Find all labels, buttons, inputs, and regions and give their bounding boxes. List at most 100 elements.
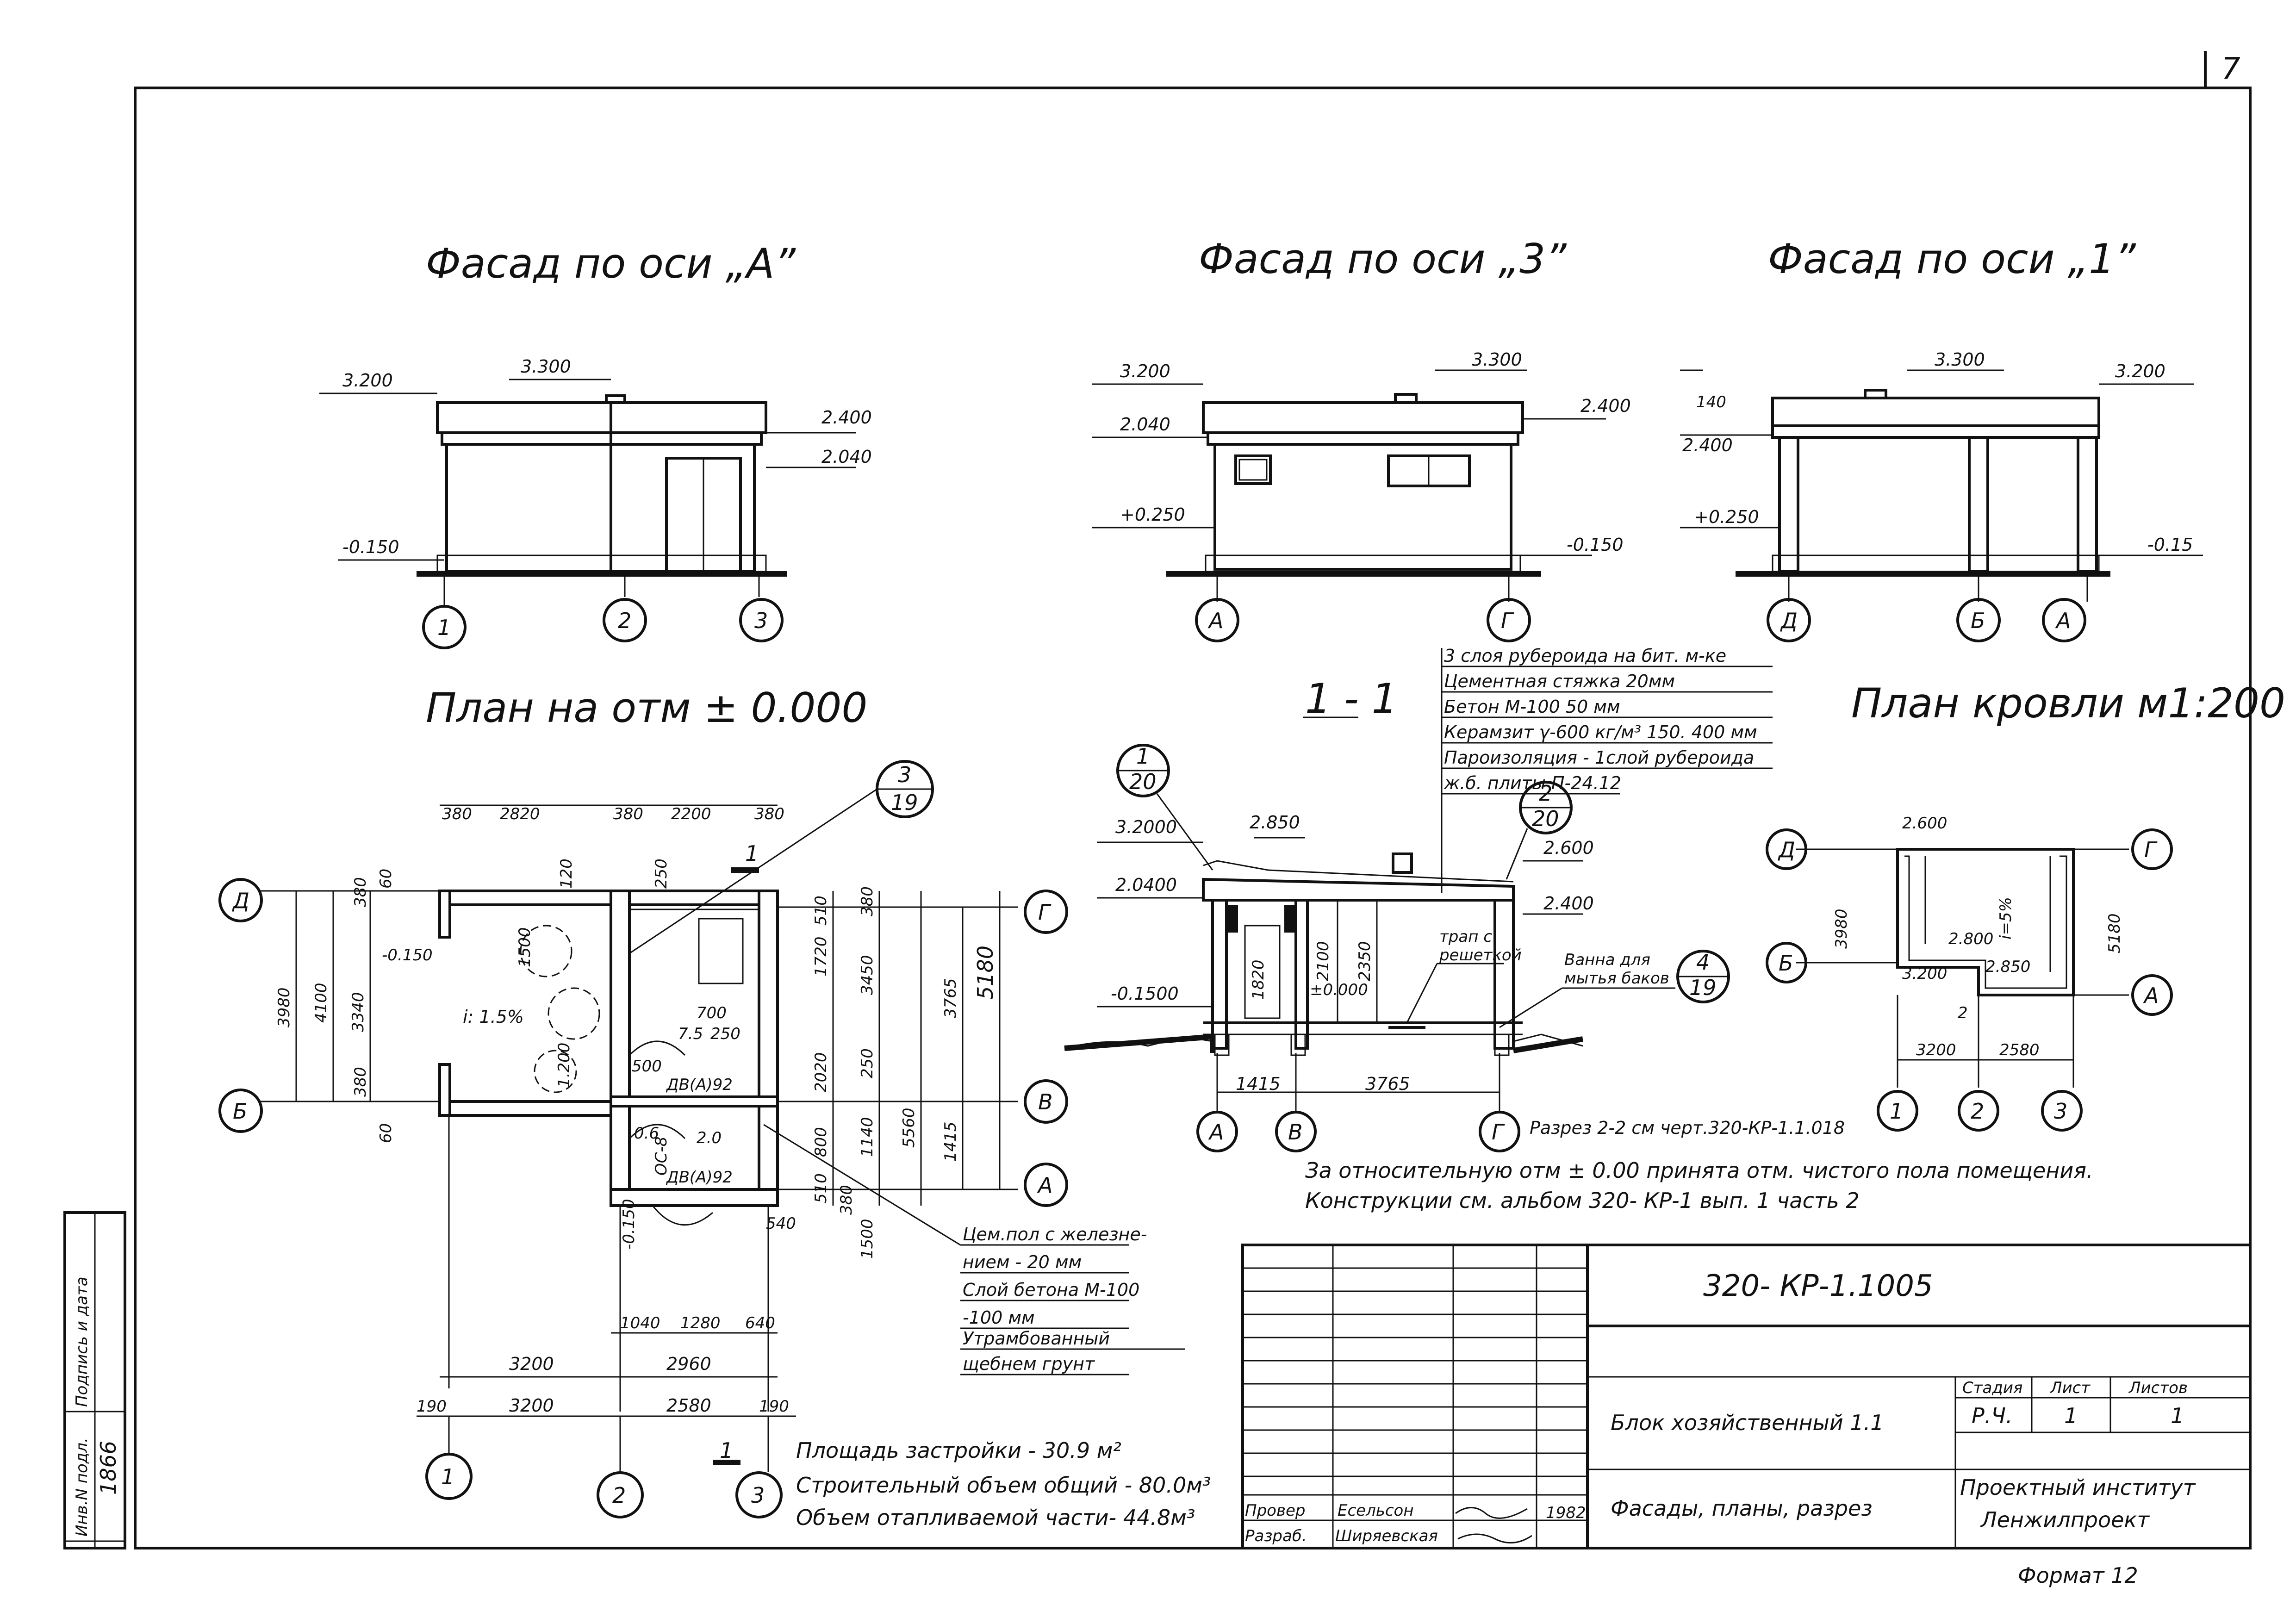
drawing-code: 320- КР-1.1005 — [1703, 1269, 1933, 1303]
svg-text:380: 380 — [613, 805, 643, 823]
svg-text:3200: 3200 — [1916, 1041, 1956, 1059]
svg-text:нием - 20 мм: нием - 20 мм — [963, 1252, 1082, 1272]
svg-text:380: 380 — [754, 805, 784, 823]
svg-text:5180: 5180 — [973, 946, 998, 1000]
svg-text:510: 510 — [812, 896, 830, 926]
svg-text:0.6: 0.6 — [634, 1124, 659, 1143]
svg-text:Б: Б — [233, 1099, 248, 1124]
svg-text:-0.150: -0.150 — [620, 1199, 638, 1250]
facade-1-title: Фасад по оси „1” — [1768, 235, 2136, 283]
svg-text:1500: 1500 — [858, 1219, 877, 1259]
svg-text:мытья баков: мытья баков — [1564, 969, 1669, 988]
svg-text:380: 380 — [442, 805, 472, 823]
svg-text:решеткой: решеткой — [1439, 946, 1522, 964]
drawing-name: Блок хозяйственный 1.1 — [1611, 1410, 1884, 1435]
svg-text:Г: Г — [1501, 608, 1514, 633]
svg-text:2.400: 2.400 — [1580, 396, 1631, 416]
svg-text:i: 1.5%: i: 1.5% — [463, 1007, 524, 1027]
svg-text:19: 19 — [891, 790, 918, 815]
title-block: 320- КР-1.1005 Блок хозяйственный 1.1 Фа… — [1241, 1244, 2252, 1549]
svg-text:1.200: 1.200 — [555, 1043, 573, 1088]
svg-text:ОС-8: ОС-8 — [652, 1137, 671, 1176]
side-stamp: Инв.N подл. Подпись и дата 1866 — [63, 1211, 126, 1549]
svg-text:510: 510 — [812, 1173, 830, 1203]
svg-text:1720: 1720 — [812, 936, 830, 977]
svg-text:-0.150: -0.150 — [382, 946, 433, 964]
inv-number: 1866 — [96, 1441, 121, 1495]
svg-text:3765: 3765 — [941, 978, 960, 1018]
svg-text:2.040: 2.040 — [821, 447, 872, 467]
svg-text:1: 1 — [437, 615, 451, 640]
svg-text:Г: Г — [1038, 900, 1052, 925]
svg-text:Есельсон: Есельсон — [1338, 1501, 1414, 1520]
svg-text:В: В — [1288, 1120, 1303, 1145]
svg-text:500: 500 — [632, 1057, 662, 1076]
svg-text:-0.1500: -0.1500 — [1111, 983, 1179, 1004]
svg-text:Листов: Листов — [2128, 1379, 2188, 1397]
svg-text:Цем.пол с железне-: Цем.пол с железне- — [963, 1224, 1147, 1244]
roof-plan-title: План кровли м1:200 — [1851, 679, 2285, 727]
svg-text:2100: 2100 — [1314, 941, 1332, 981]
note-1: За относительную отм ± 0.00 принята отм.… — [1305, 1158, 2093, 1183]
svg-text:Керамзит γ-600 кг/м³ 150. 400: Керамзит γ-600 кг/м³ 150. 400 мм — [1444, 722, 1757, 742]
svg-text:Ванна для: Ванна для — [1564, 951, 1650, 969]
svg-text:380: 380 — [351, 877, 370, 907]
svg-text:Стадия: Стадия — [1962, 1379, 2022, 1397]
svg-text:2020: 2020 — [812, 1052, 830, 1092]
svg-text:-100 мм: -100 мм — [963, 1307, 1035, 1328]
svg-text:В: В — [1038, 1089, 1053, 1114]
svg-text:-0.150: -0.150 — [1567, 535, 1624, 555]
svg-text:1415: 1415 — [941, 1121, 960, 1162]
svg-text:1: 1 — [2171, 1403, 2184, 1428]
sheet-frame — [134, 87, 2252, 1549]
svg-text:Провер: Провер — [1245, 1501, 1306, 1520]
svg-text:3450: 3450 — [858, 955, 877, 995]
svg-text:380: 380 — [351, 1067, 370, 1097]
svg-text:А: А — [1037, 1173, 1052, 1198]
svg-text:2.400: 2.400 — [1682, 435, 1733, 455]
svg-text:+0.250: +0.250 — [1120, 504, 1185, 525]
roof-plan: План кровли м1:200 2.600 2.800 3.200 2.8… — [1766, 679, 2285, 1132]
drawing-subtitle: Фасады, планы, разрез — [1611, 1496, 1873, 1521]
svg-text:-0.15: -0.15 — [2147, 535, 2193, 555]
svg-text:3.200: 3.200 — [2115, 361, 2165, 381]
svg-text:ДВ(А)92: ДВ(А)92 — [666, 1076, 733, 1094]
svg-text:3: 3 — [898, 762, 911, 787]
facade-a: Фасад по оси „А” -0.150 3.200 3.300 2.40… — [319, 240, 872, 649]
svg-text:20: 20 — [1532, 806, 1559, 831]
svg-text:Р.Ч.: Р.Ч. — [1972, 1403, 2013, 1428]
floor-plan: План на отм ± 0.000 380 2820 380 2200 38 — [218, 684, 1185, 1518]
svg-text:ж.б. плиты П-24.12: ж.б. плиты П-24.12 — [1444, 773, 1621, 793]
svg-text:Г: Г — [2144, 837, 2158, 862]
svg-text:1: 1 — [1890, 1099, 1903, 1124]
svg-text:1982: 1982 — [1546, 1504, 1586, 1522]
section-1-1: 1 - 1 3 слоя рубероида на бит. м-ке Цеме… — [1064, 646, 1845, 1152]
svg-text:2.0400: 2.0400 — [1115, 875, 1177, 895]
svg-text:1500: 1500 — [516, 927, 534, 967]
svg-text:3.200: 3.200 — [342, 370, 393, 391]
svg-text:Г: Г — [1492, 1120, 1505, 1145]
sign-label: Подпись и дата — [73, 1276, 91, 1407]
svg-text:1: 1 — [2064, 1403, 2078, 1428]
plan-title: План на отм ± 0.000 — [426, 684, 867, 732]
svg-text:3200: 3200 — [509, 1354, 554, 1374]
svg-text:3.300: 3.300 — [521, 356, 571, 377]
section-title: 1 - 1 — [1305, 675, 1398, 722]
svg-text:Разраб.: Разраб. — [1245, 1527, 1307, 1545]
note-2: Конструкции см. альбом 320- КР-1 вып. 1 … — [1305, 1188, 1860, 1213]
format-label: Формат 12 — [2018, 1563, 2138, 1588]
svg-text:250: 250 — [652, 859, 671, 889]
svg-text:3.200: 3.200 — [1120, 361, 1170, 381]
svg-text:1820: 1820 — [1249, 959, 1268, 1000]
svg-text:Ширяевская: Ширяевская — [1335, 1527, 1438, 1545]
svg-text:800: 800 — [812, 1127, 830, 1157]
svg-text:трап с: трап с — [1439, 927, 1492, 946]
svg-text:2.850: 2.850 — [1985, 958, 2030, 976]
svg-text:1415: 1415 — [1236, 1074, 1281, 1094]
svg-text:Пароизоляция - 1слой рубероида: Пароизоляция - 1слой рубероида — [1444, 747, 1754, 768]
svg-text:2.0: 2.0 — [697, 1129, 722, 1147]
svg-text:3980: 3980 — [1832, 908, 1851, 949]
svg-text:+0.250: +0.250 — [1694, 507, 1759, 527]
svg-text:2960: 2960 — [666, 1354, 711, 1374]
